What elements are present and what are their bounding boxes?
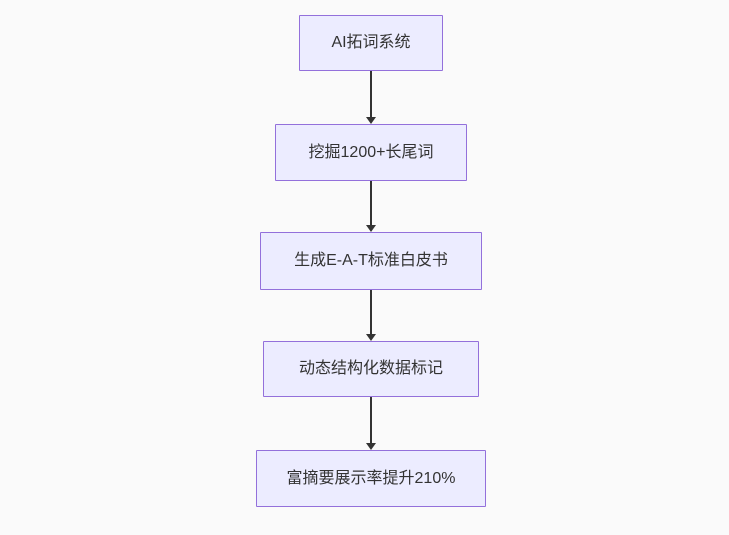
arrowhead-down-icon: [366, 225, 376, 232]
flow-arrow-1: [366, 71, 376, 124]
arrowhead-down-icon: [366, 334, 376, 341]
flowchart-node-4: 动态结构化数据标记: [263, 341, 479, 397]
arrow-line: [370, 397, 372, 443]
flowchart-node-2: 挖掘1200+长尾词: [275, 124, 467, 181]
flow-arrow-4: [366, 397, 376, 450]
arrow-line: [370, 71, 372, 117]
flow-arrow-2: [366, 181, 376, 232]
node-label: 富摘要展示率提升210%: [286, 469, 456, 487]
flowchart-node-5: 富摘要展示率提升210%: [256, 450, 486, 507]
node-label: AI拓词系统: [331, 34, 411, 51]
node-label: 挖掘1200+长尾词: [308, 143, 434, 161]
flow-arrow-3: [366, 290, 376, 341]
node-label: 生成E-A-T标准白皮书: [294, 252, 448, 269]
flowchart-node-3: 生成E-A-T标准白皮书: [260, 232, 482, 290]
arrow-line: [370, 290, 372, 334]
arrowhead-down-icon: [366, 443, 376, 450]
node-label: 动态结构化数据标记: [298, 360, 443, 377]
arrow-line: [370, 181, 372, 225]
arrowhead-down-icon: [366, 117, 376, 124]
flowchart-node-1: AI拓词系统: [299, 15, 443, 71]
